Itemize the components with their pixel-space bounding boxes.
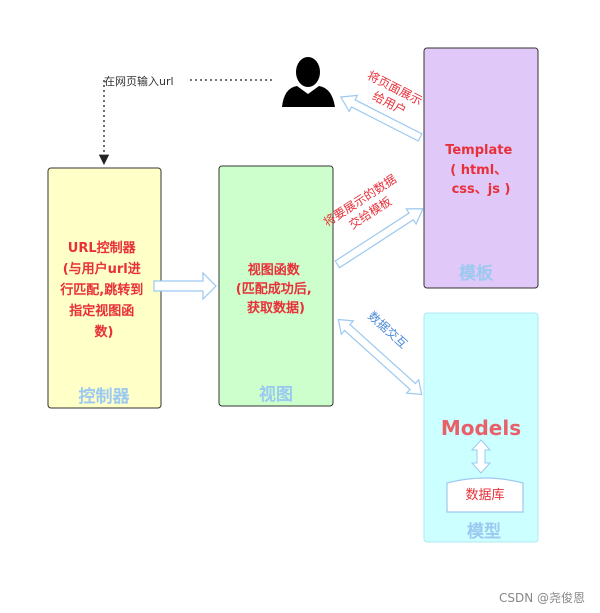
view-tag: 视图 <box>259 384 293 405</box>
view-model-double-arrow <box>337 318 423 396</box>
view-to-template-label: 将要展示的数据 交给模板 <box>320 169 411 243</box>
models-db-double-arrow <box>470 439 492 474</box>
model-tag: 模型 <box>467 521 501 542</box>
template-tag: 模板 <box>459 263 494 284</box>
controller-tag: 控制器 <box>79 386 131 407</box>
model-box: Models 数据库 模型 <box>423 312 539 543</box>
models-title: Models <box>441 416 521 440</box>
template-text: Template ( html、 css、js ) <box>445 143 517 197</box>
user-silhouette-icon <box>282 57 335 107</box>
view-text: 视图函数 (匹配成功后, 获取数据) <box>236 262 316 316</box>
url-input-connector: 在网页输入url <box>98 74 272 166</box>
controller-to-view-arrow <box>153 271 217 301</box>
watermark: CSDN @尧俊恩 <box>499 590 585 605</box>
controller-text: URL控制器 (与用户url进 行匹配,跳转到 指定视图函 数) <box>59 240 147 340</box>
url-input-label: 在网页输入url <box>104 74 174 88</box>
view-to-template-arrow <box>334 208 424 269</box>
database-icon <box>446 477 524 513</box>
template-to-user-arrow <box>339 94 423 142</box>
database-label: 数据库 <box>465 487 504 503</box>
template-box: Template ( html、 css、js ) 模板 <box>423 47 539 289</box>
controller-box: URL控制器 (与用户url进 行匹配,跳转到 指定视图函 数) 控制器 <box>47 167 162 409</box>
view-box: 视图函数 (匹配成功后, 获取数据) 视图 <box>218 165 334 407</box>
